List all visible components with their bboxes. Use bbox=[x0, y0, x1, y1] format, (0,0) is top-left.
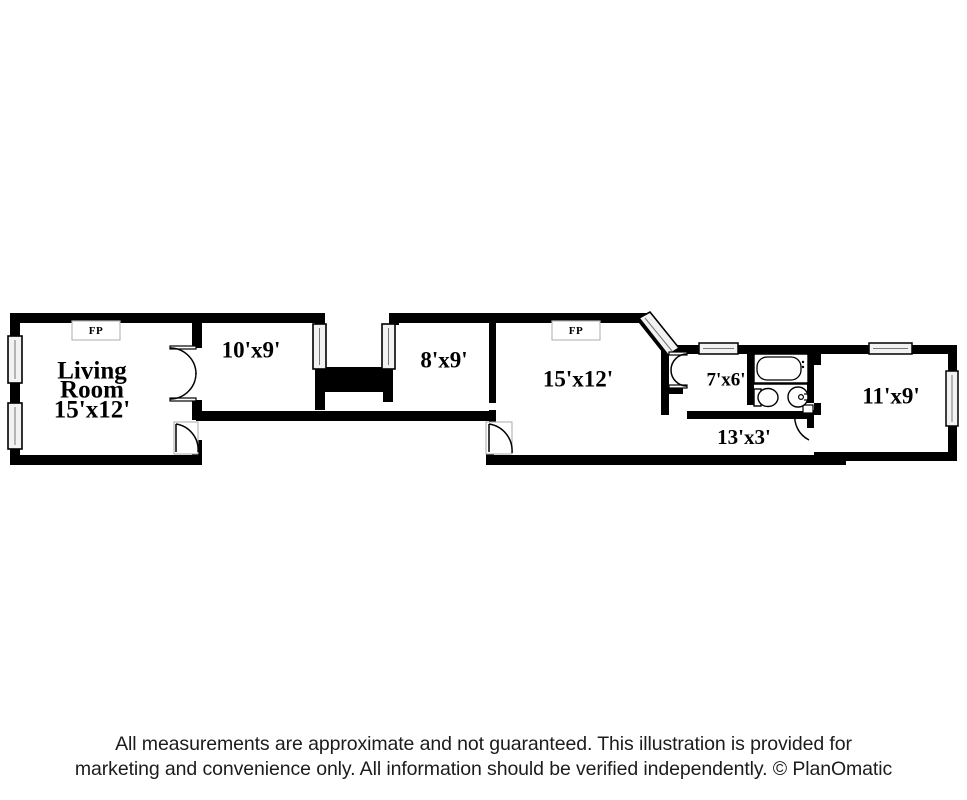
wall-7x6-top-right bbox=[736, 345, 754, 354]
wall-11x9-right-top bbox=[948, 345, 957, 372]
wall-living-right-top bbox=[192, 313, 202, 348]
room-label-living-room-line2: Room bbox=[60, 377, 124, 404]
wall-8x9-left-stub bbox=[389, 313, 399, 325]
wall-11x9-right-bot bbox=[948, 425, 957, 460]
bathroom-fixtures-group bbox=[753, 353, 809, 408]
window-7x6-top bbox=[698, 342, 739, 355]
fireplace-15x12: FP bbox=[551, 320, 601, 341]
wall-10x9-right-top bbox=[315, 313, 325, 325]
window-living-left-lower bbox=[7, 402, 23, 450]
center-mass-block bbox=[315, 367, 393, 392]
room-label-10x9: 10'x9' bbox=[222, 337, 281, 362]
room-label-15x12: 15'x12' bbox=[543, 366, 613, 391]
windows-group bbox=[7, 310, 959, 450]
wall-corridor-top bbox=[196, 411, 496, 421]
door-closet-7x6-double bbox=[668, 351, 688, 389]
sink-fixture bbox=[787, 386, 809, 408]
room-label-8x9: 8'x9' bbox=[420, 347, 467, 372]
wall-11x9-left-lower bbox=[814, 403, 821, 415]
wall-7x6-bottom-jog bbox=[661, 386, 683, 394]
wall-bottom-center-stub bbox=[486, 445, 494, 465]
fireplace-label-15x12: FP bbox=[569, 325, 583, 337]
walls-group bbox=[10, 313, 957, 465]
door-living-bottom bbox=[173, 421, 199, 455]
wall-bath-right bbox=[807, 345, 814, 403]
doors-group bbox=[169, 345, 814, 455]
wall-7x6-left-lower bbox=[661, 393, 669, 415]
wall-bottom-living bbox=[10, 455, 202, 465]
window-10x9-right bbox=[312, 323, 327, 370]
room-label-11x9: 11'x9' bbox=[862, 383, 920, 408]
window-living-left-upper bbox=[7, 335, 23, 384]
center-mass-left bbox=[315, 367, 325, 410]
room-label-7x6: 7'x6' bbox=[706, 369, 745, 390]
bathtub-fixture bbox=[753, 353, 809, 384]
wall-bath-top bbox=[752, 345, 814, 354]
toilet-fixture bbox=[753, 387, 779, 408]
wall-top-8x9 bbox=[389, 313, 639, 323]
center-mass-right bbox=[383, 367, 393, 402]
door-15x12-bottom-left bbox=[485, 421, 513, 455]
window-11x9-right bbox=[945, 370, 959, 427]
door-bathroom bbox=[793, 404, 814, 441]
wall-11x9-bottom bbox=[814, 452, 957, 461]
wall-top-living bbox=[10, 313, 200, 323]
door-living-to-10x9-double bbox=[169, 345, 197, 402]
window-11x9-top bbox=[868, 342, 913, 355]
wall-left-living-a bbox=[10, 313, 20, 337]
wall-bottom-center bbox=[486, 455, 846, 465]
disclaimer-footer: All measurements are approximate and not… bbox=[0, 732, 967, 782]
wall-left-living-b bbox=[10, 382, 20, 404]
fireplace-living-room: FP bbox=[71, 320, 121, 341]
room-label-living-room-dimensions: 15'x12' bbox=[54, 397, 130, 424]
wall-7x6-right bbox=[747, 350, 754, 405]
fireplaces-group: FP FP bbox=[71, 320, 601, 341]
wall-divider-8x9-15x12 bbox=[489, 318, 496, 403]
wall-bath-bottom bbox=[687, 411, 814, 419]
fireplace-label-living-room: FP bbox=[89, 325, 103, 337]
wall-11x9-top-right bbox=[910, 345, 957, 354]
wall-7x6-left bbox=[661, 345, 669, 393]
wall-top-10x9 bbox=[200, 313, 325, 323]
floor-plan-drawing: FP FP Living Room 15'x12' 10'x9' 8'x9' 1… bbox=[7, 310, 959, 465]
wall-11x9-left bbox=[814, 345, 821, 365]
wall-11x9-top-left bbox=[814, 345, 872, 354]
disclaimer-line-2: marketing and convenience only. All info… bbox=[74, 758, 893, 780]
disclaimer-line-1: All measurements are approximate and not… bbox=[115, 733, 852, 755]
window-15x12-angled bbox=[637, 310, 681, 357]
window-8x9-left bbox=[381, 323, 396, 370]
wall-living-right-mid bbox=[192, 400, 202, 420]
wall-7x6-top bbox=[661, 345, 701, 354]
room-label-13x3: 13'x3' bbox=[717, 425, 771, 449]
room-labels-group: Living Room 15'x12' 10'x9' 8'x9' 15'x12'… bbox=[54, 337, 920, 449]
room-label-living-room-line1: Living bbox=[57, 358, 127, 385]
